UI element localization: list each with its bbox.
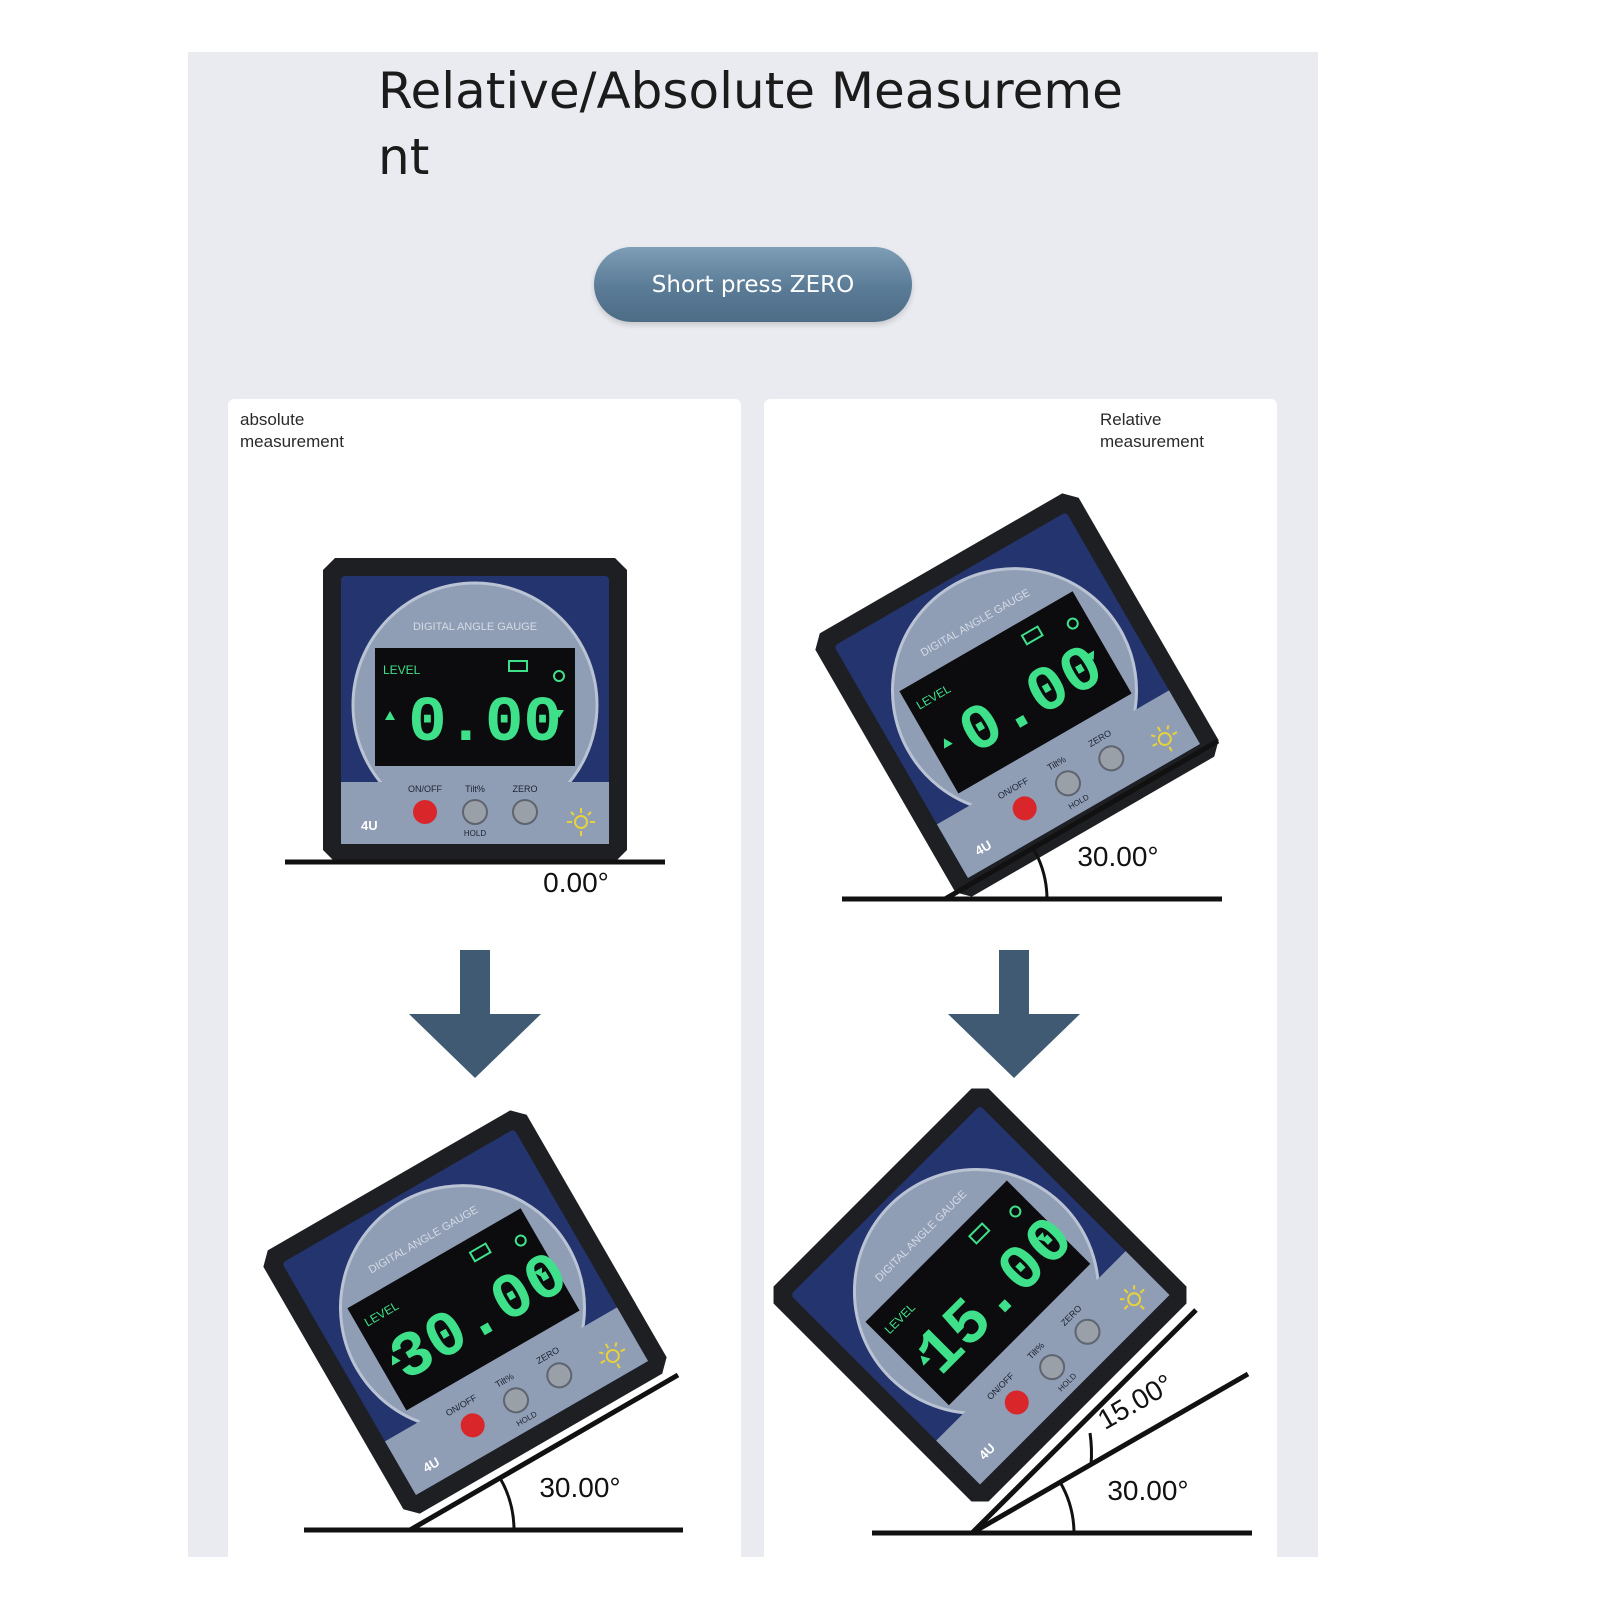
model-label: 4U — [972, 837, 994, 858]
relative-after-angle-label: 30.00° — [1107, 1475, 1188, 1506]
relative-card-label: Relative measurement — [1100, 410, 1204, 451]
page-title: Relative/Absolute Measurement — [378, 62, 1123, 186]
model-label: 4U — [361, 818, 378, 833]
gauge-display-value: 0.00 — [408, 688, 562, 760]
relative-before-incline — [943, 738, 1220, 902]
hold-button-label: HOLD — [464, 829, 486, 838]
relative-before-gauge: DIGITAL ANGLE GAUGE LEVEL 0.00 ON/OFF Ti… — [807, 485, 1227, 905]
relative-after-relative-arc — [1088, 1432, 1093, 1466]
model-label: 4U — [420, 1454, 442, 1475]
absolute-after-gauge: DIGITAL ANGLE GAUGE LEVEL 30.00 ON/OFF T… — [255, 1102, 675, 1522]
relative-after-gauge: DIGITAL ANGLE GAUGE LEVEL 15.00 ON/OFF T… — [763, 1078, 1197, 1512]
absolute-after-angle-label: 30.00° — [539, 1472, 620, 1503]
absolute-arrow-down-icon — [409, 950, 541, 1078]
gauge-level-label: LEVEL — [383, 663, 421, 677]
relative-after-incline — [970, 1371, 1250, 1536]
gauge-title: DIGITAL ANGLE GAUGE — [413, 621, 537, 633]
relative-before-angle-label: 30.00° — [1077, 841, 1158, 872]
absolute-before-angle-label: 0.00° — [543, 867, 609, 898]
absolute-after-incline — [408, 1372, 680, 1533]
relative-after-gauge-edge — [970, 1308, 1198, 1535]
zero-button-label: ZERO — [512, 784, 537, 794]
relative-arrow-down-icon — [948, 950, 1080, 1078]
absolute-card-label: absolute measurement — [240, 410, 344, 451]
absolute-after-angle-arc — [498, 1477, 516, 1531]
short-press-zero-button[interactable]: Short press ZERO — [594, 247, 912, 322]
onoff-button-label: ON/OFF — [408, 784, 442, 794]
relative-before-angle-arc — [1031, 847, 1049, 900]
absolute-before-gauge: DIGITAL ANGLE GAUGE LEVEL 0.00 ON/OFF Ti… — [321, 556, 629, 864]
relative-after-angle-arc — [1058, 1481, 1076, 1534]
tilt-button-label: Tilt% — [465, 784, 485, 794]
